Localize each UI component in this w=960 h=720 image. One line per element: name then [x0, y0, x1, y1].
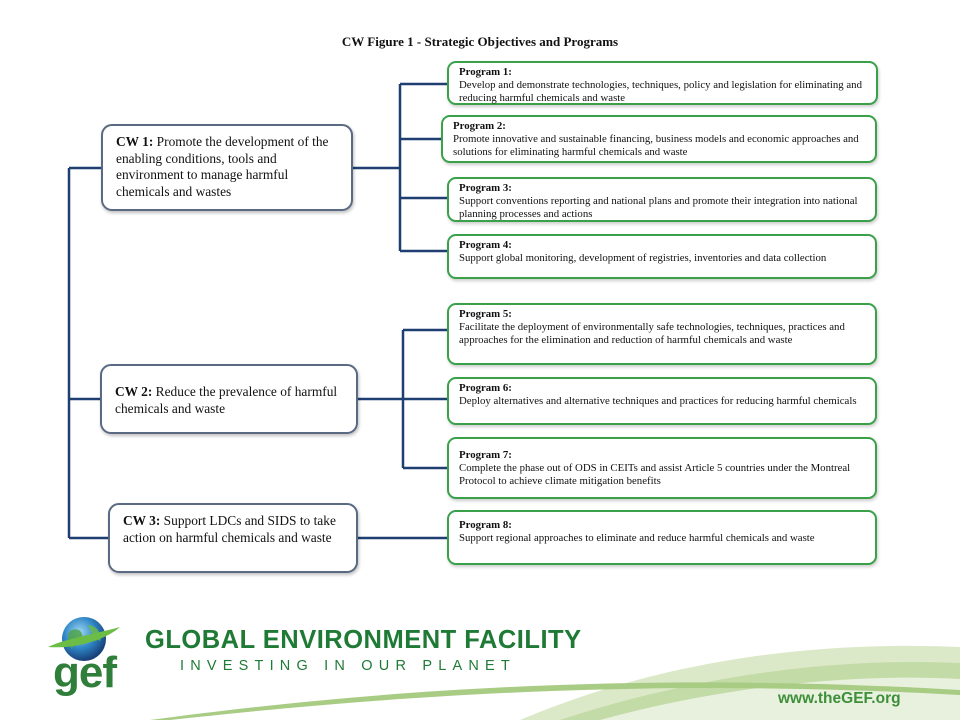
program-text: Complete the phase out of ODS in CEITs a… — [459, 461, 851, 487]
footer-wave-graphic — [150, 645, 960, 720]
objective-text: Support LDCs and SIDS to take action on … — [123, 513, 336, 545]
website-url: www.theGEF.org — [778, 690, 901, 707]
program-4: Program 4: Support global monitoring, de… — [447, 234, 877, 279]
program-text: Promote innovative and sustainable finan… — [453, 132, 859, 158]
organization-tagline: INVESTING IN OUR PLANET — [180, 658, 516, 674]
gef-logo-text: gef — [53, 648, 117, 697]
program-2: Program 2: Promote innovative and sustai… — [441, 115, 877, 163]
program-title: Program 4: — [459, 239, 512, 251]
program-title: Program 5: — [459, 308, 512, 320]
program-text: Support global monitoring, development o… — [459, 251, 827, 264]
objective-cw2: CW 2: Reduce the prevalence of harmful c… — [100, 364, 358, 434]
connector-lines — [67, 82, 447, 540]
program-text: Facilitate the deployment of environment… — [459, 320, 845, 346]
program-title: Program 1: — [459, 66, 512, 78]
program-title: Program 7: — [459, 449, 512, 461]
objective-cw1: CW 1: Promote the development of the ena… — [101, 124, 353, 211]
objective-cw3: CW 3: Support LDCs and SIDS to take acti… — [108, 503, 358, 573]
program-title: Program 6: — [459, 382, 512, 394]
program-title: Program 3: — [459, 182, 512, 194]
objective-text: Reduce the prevalence of harmful chemica… — [115, 384, 338, 416]
program-text: Develop and demonstrate technologies, te… — [459, 78, 862, 104]
globe-icon — [48, 617, 120, 661]
program-text: Deploy alternatives and alternative tech… — [459, 394, 857, 407]
program-7: Program 7: Complete the phase out of ODS… — [447, 437, 877, 499]
objective-code: CW 2: — [115, 384, 153, 399]
program-5: Program 5: Facilitate the deployment of … — [447, 303, 877, 365]
program-title: Program 8: — [459, 519, 512, 531]
objective-text: Promote the development of the enabling … — [116, 134, 329, 199]
program-text: Support conventions reporting and nation… — [459, 194, 858, 220]
program-8: Program 8: Support regional approaches t… — [447, 510, 877, 565]
objective-code: CW 3: — [123, 513, 161, 528]
program-1: Program 1: Develop and demonstrate techn… — [447, 61, 878, 105]
program-text: Support regional approaches to eliminate… — [459, 531, 815, 544]
program-3: Program 3: Support conventions reporting… — [447, 177, 877, 222]
organization-name: GLOBAL ENVIRONMENT FACILITY — [145, 626, 582, 654]
objective-code: CW 1: — [116, 134, 154, 149]
figure-title: CW Figure 1 - Strategic Objectives and P… — [341, 34, 619, 49]
program-6: Program 6: Deploy alternatives and alter… — [447, 377, 877, 425]
program-title: Program 2: — [453, 120, 506, 132]
